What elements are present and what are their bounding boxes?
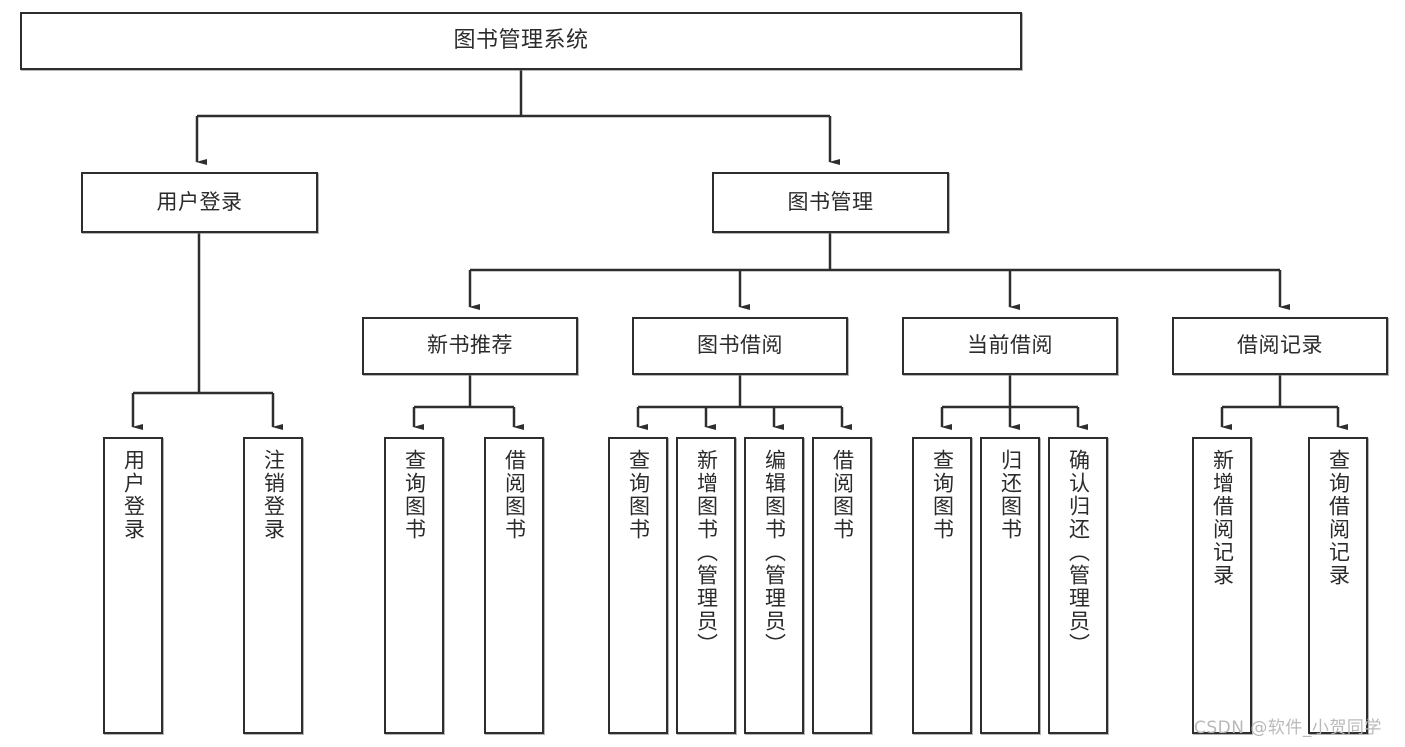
leaf-current-borrow-return-books[interactable]: 归还图书 — [980, 437, 1040, 734]
edge-current-borrow-to-leaves — [940, 375, 1088, 430]
node-label: 借阅图书 — [502, 449, 527, 541]
node-current-borrow[interactable]: 当前借阅 — [902, 317, 1118, 375]
node-label: 图书管理 — [787, 189, 874, 214]
edge-new-book-to-leaves — [412, 375, 524, 430]
leaf-book-borrow-edit-book-admin[interactable]: 编辑图书（管理员） — [744, 437, 804, 734]
node-label: 归还图书 — [998, 449, 1023, 541]
leaf-user-login-login[interactable]: 用户登录 — [103, 437, 163, 734]
edge-book-borrow-to-leaves — [636, 375, 852, 430]
leaf-new-book-query-books[interactable]: 查询图书 — [384, 437, 444, 734]
edge-borrow-record-to-leaves — [1220, 375, 1348, 430]
node-borrow-record[interactable]: 借阅记录 — [1172, 317, 1388, 375]
node-label: 查询图书 — [626, 449, 651, 541]
node-label: 借阅图书 — [830, 449, 855, 541]
node-label: 用户登录 — [156, 189, 243, 214]
edge-book-manage-to-level3 — [468, 233, 1290, 310]
edge-root-to-level2 — [195, 70, 840, 165]
node-book-management[interactable]: 图书管理 — [712, 172, 949, 233]
leaf-borrow-record-add-record[interactable]: 新增借阅记录 — [1192, 437, 1252, 734]
leaf-new-book-borrow-books[interactable]: 借阅图书 — [484, 437, 544, 734]
csdn-watermark: CSDN @软件_小贺同学 — [1194, 718, 1382, 738]
node-label: 新增图书（管理员） — [694, 449, 719, 656]
edge-user-login-to-leaves — [131, 233, 283, 430]
node-user-login[interactable]: 用户登录 — [81, 172, 318, 233]
node-label: 借阅记录 — [1237, 333, 1323, 358]
node-label: 新书推荐 — [427, 333, 513, 358]
leaf-book-borrow-query-books[interactable]: 查询图书 — [608, 437, 668, 734]
node-label: 注销登录 — [261, 449, 286, 541]
node-root-book-management-system[interactable]: 图书管理系统 — [20, 12, 1022, 70]
leaf-user-login-logout[interactable]: 注销登录 — [243, 437, 303, 734]
leaf-current-borrow-query-books[interactable]: 查询图书 — [912, 437, 972, 734]
node-label: 图书管理系统 — [453, 27, 589, 53]
node-label: 查询图书 — [930, 449, 955, 541]
node-label: 编辑图书（管理员） — [762, 449, 787, 656]
node-label: 查询图书 — [402, 449, 427, 541]
node-book-borrow[interactable]: 图书借阅 — [632, 317, 848, 375]
leaf-current-borrow-confirm-return-admin[interactable]: 确认归还（管理员） — [1048, 437, 1108, 734]
node-label: 新增借阅记录 — [1210, 449, 1235, 587]
leaf-book-borrow-borrow-books[interactable]: 借阅图书 — [812, 437, 872, 734]
node-label: 当前借阅 — [967, 333, 1053, 358]
leaf-borrow-record-query-record[interactable]: 查询借阅记录 — [1308, 437, 1368, 734]
node-label: 图书借阅 — [697, 333, 783, 358]
node-label: 用户登录 — [121, 449, 146, 541]
node-label: 确认归还（管理员） — [1066, 449, 1091, 656]
node-new-book-recommend[interactable]: 新书推荐 — [362, 317, 578, 375]
node-label: 查询借阅记录 — [1326, 449, 1351, 587]
leaf-book-borrow-add-book-admin[interactable]: 新增图书（管理员） — [676, 437, 736, 734]
